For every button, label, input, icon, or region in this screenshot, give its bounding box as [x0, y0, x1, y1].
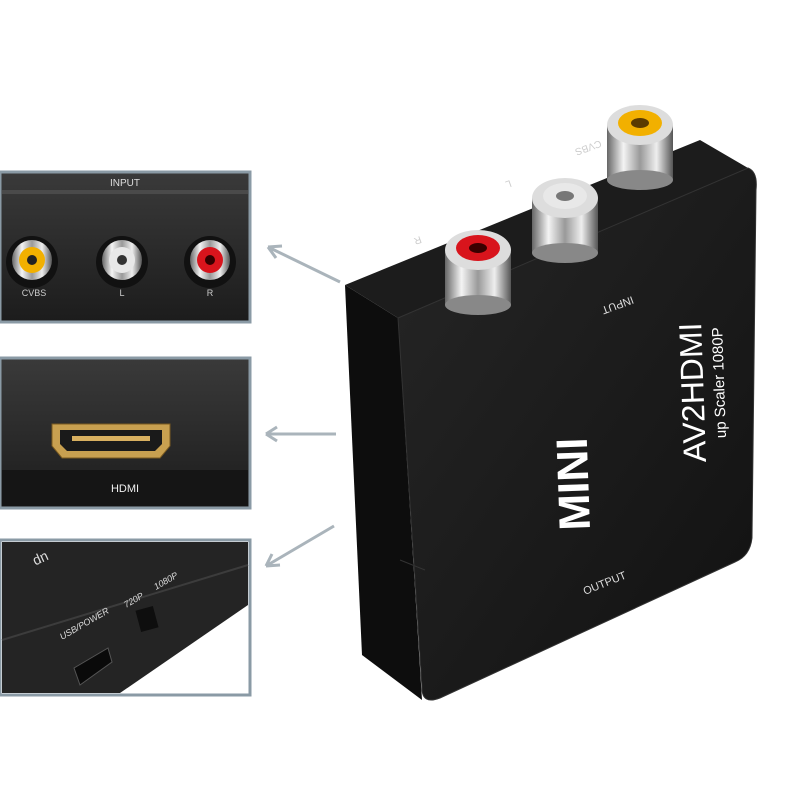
device-l-label: L [503, 177, 512, 189]
power-closeup-panel: up USB/POWER 720P 1080P [0, 538, 252, 697]
resolution-switch [135, 606, 159, 632]
hdmi-label: HDMI [111, 483, 139, 495]
model-name: AV2HDMI [672, 322, 713, 463]
up-text: up [31, 550, 52, 571]
r-label: R [207, 288, 214, 298]
l-label: L [119, 288, 124, 298]
model-subtitle: up Scaler 1080P [709, 327, 730, 438]
hdmi-closeup-panel: HDMI [0, 356, 252, 510]
mini-usb-port [73, 647, 113, 686]
white-rca-jack [96, 236, 148, 288]
white-rca-jack [532, 178, 598, 263]
arrow-icon [265, 425, 336, 443]
arrow-icon [264, 524, 335, 568]
brand-mini: MINI [548, 437, 600, 532]
input-panel-title: INPUT [110, 178, 140, 189]
hdmi-port [51, 423, 171, 459]
arrows [264, 244, 341, 568]
cvbs-label: CVBS [22, 288, 47, 298]
arrow-icon [266, 244, 341, 284]
yellow-rca-jack [607, 105, 673, 190]
red-rca-jack [184, 236, 236, 288]
device-cvbs-label: CVBS [573, 137, 603, 157]
red-rca-jack [445, 230, 511, 315]
device-r-label: R [412, 233, 423, 246]
input-closeup-panel: INPUT CVBS L R [0, 170, 252, 324]
av2hdmi-converter: R L CVBS INPUT OUTPUT MINI AV2HDMI up Sc… [345, 105, 757, 701]
yellow-rca-jack [6, 236, 58, 288]
